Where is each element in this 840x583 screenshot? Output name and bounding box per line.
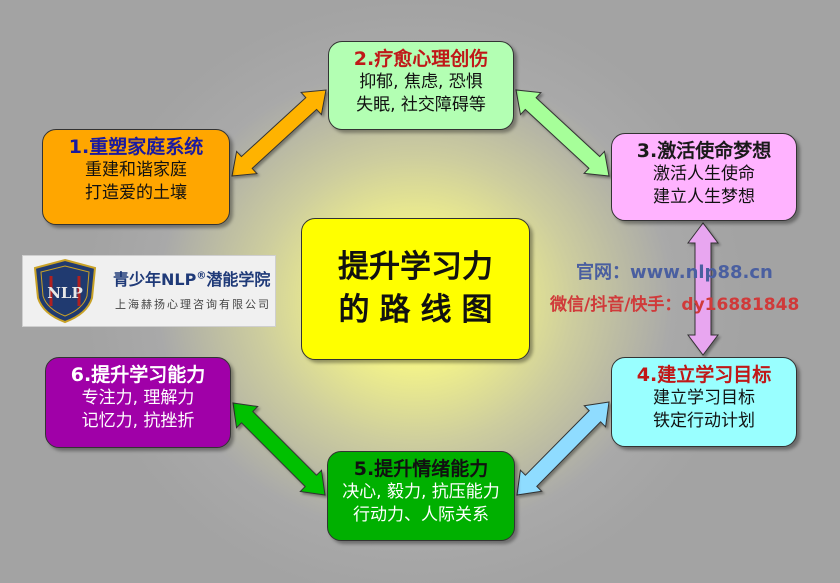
step-line-2a: 抑郁, 焦虑, 恐惧 xyxy=(359,72,483,92)
arrow-4-5 xyxy=(516,401,610,496)
arrow-3-4 xyxy=(687,222,719,356)
social-text: 微信/抖音/快手：dy16881848 xyxy=(550,295,800,315)
step-line-1b: 打造爱的土壤 xyxy=(85,183,187,203)
center-title-line-2: 的路线图 xyxy=(338,292,503,328)
step-line-6a: 专注力, 理解力 xyxy=(81,388,195,408)
step-title-1: 1.重塑家庭系统 xyxy=(68,136,204,158)
step-line-4a: 建立学习目标 xyxy=(653,388,755,408)
step-box-3: 3.激活使命梦想 激活人生使命 建立人生梦想 xyxy=(611,133,797,221)
step-box-2: 2.疗愈心理创伤 抑郁, 焦虑, 恐惧 失眠, 社交障碍等 xyxy=(328,41,514,130)
company-name: 上海赫扬心理咨询有限公司 xyxy=(115,298,271,311)
arrow-5-6 xyxy=(232,402,326,496)
step-box-4: 4.建立学习目标 建立学习目标 铁定行动计划 xyxy=(611,357,797,447)
step-title-2: 2.疗愈心理创伤 xyxy=(353,48,489,70)
center-title-line-1: 提升学习力 xyxy=(338,249,493,285)
step-title-5: 5.提升情绪能力 xyxy=(353,458,489,480)
step-line-3b: 建立人生梦想 xyxy=(653,187,755,207)
step-box-6: 6.提升学习能力 专注力, 理解力 记忆力, 抗挫折 xyxy=(45,357,231,448)
step-line-4b: 铁定行动计划 xyxy=(653,411,755,431)
website-text: 官网：www.nlp88.cn xyxy=(576,262,773,283)
arrow-1-2 xyxy=(231,89,327,177)
emblem-text: NLP xyxy=(47,284,83,302)
arrow-2-3 xyxy=(515,89,610,177)
academy-name: 青少年NLP®潜能学院 xyxy=(113,270,271,289)
step-title-6: 6.提升学习能力 xyxy=(70,364,206,386)
step-line-6b: 记忆力, 抗挫折 xyxy=(81,411,195,431)
center-title-box: 提升学习力 的路线图 xyxy=(301,218,530,360)
step-title-3: 3.激活使命梦想 xyxy=(636,140,772,162)
academy-logo: NLP 青少年NLP®潜能学院 上海赫扬心理咨询有限公司 xyxy=(22,255,276,327)
step-box-1: 1.重塑家庭系统 重建和谐家庭 打造爱的土壤 xyxy=(42,129,230,225)
step-line-5b: 行动力、人际关系 xyxy=(353,505,489,525)
step-line-5a: 决心, 毅力, 抗压能力 xyxy=(342,482,500,502)
step-box-5: 5.提升情绪能力 决心, 毅力, 抗压能力 行动力、人际关系 xyxy=(327,451,515,541)
step-line-1a: 重建和谐家庭 xyxy=(85,160,187,180)
step-line-2b: 失眠, 社交障碍等 xyxy=(356,95,486,115)
step-line-3a: 激活人生使命 xyxy=(653,164,755,184)
step-title-4: 4.建立学习目标 xyxy=(636,364,772,386)
shield-emblem-icon: NLP xyxy=(33,258,97,324)
